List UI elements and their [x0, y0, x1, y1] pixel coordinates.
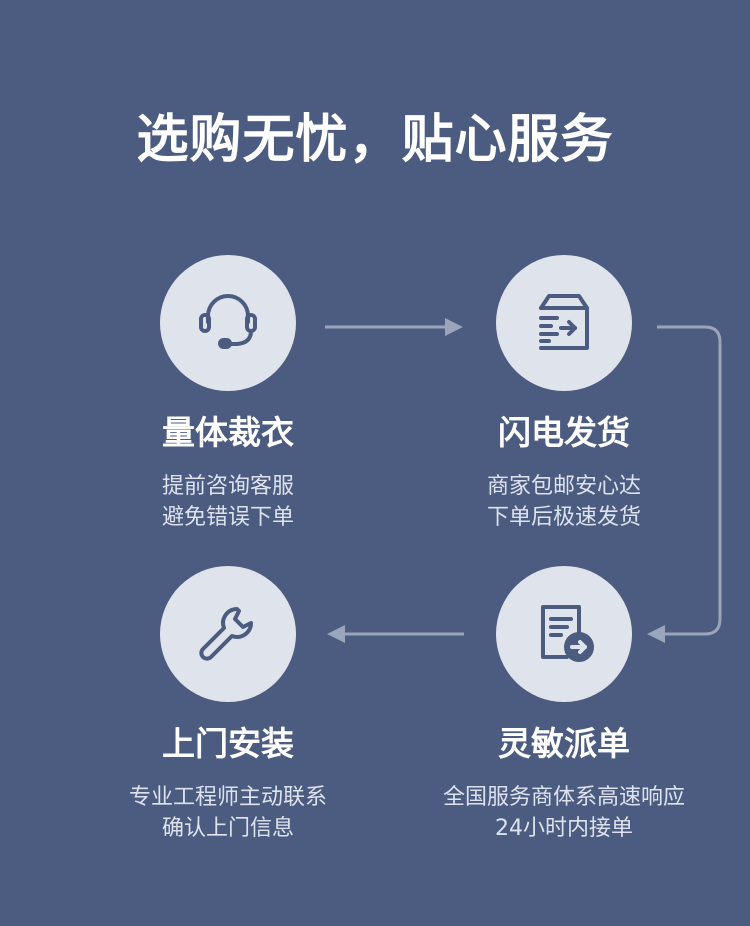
- step-installation: 上门安装 专业工程师主动联系 确认上门信息: [78, 566, 378, 844]
- step-desc-line: 提前咨询客服: [161, 474, 294, 499]
- bend-arrow-icon: [647, 325, 722, 643]
- step-description: 全国服务商体系高速响应 24小时内接单: [414, 782, 714, 844]
- step-icon-circle: [496, 255, 632, 391]
- page-title: 选购无忧，贴心服务: [136, 110, 614, 170]
- step-description: 专业工程师主动联系 确认上门信息: [78, 782, 378, 844]
- step-desc-line: 全国服务商体系高速响应: [442, 785, 685, 810]
- step-desc-line: 下单后极速发货: [486, 505, 641, 530]
- step-description: 提前咨询客服 避免错误下单: [78, 471, 378, 533]
- shipping-box-icon: [539, 294, 589, 350]
- headset-icon: [199, 294, 257, 349]
- step-icon-circle: [496, 566, 632, 702]
- step-fast-shipping: 闪电发货 商家包邮安心达 下单后极速发货: [414, 255, 714, 533]
- step-title: 上门安装: [162, 724, 294, 763]
- step-title: 量体裁衣: [162, 413, 294, 452]
- step-title: 灵敏派单: [498, 724, 630, 763]
- step-icon-circle: [160, 566, 296, 702]
- step-desc-line: 确认上门信息: [161, 816, 294, 841]
- step-desc-line: 避免错误下单: [161, 505, 294, 530]
- dispatch-document-icon: [541, 605, 594, 662]
- step-title: 闪电发货: [498, 413, 630, 452]
- step-desc-line: 专业工程师主动联系: [128, 785, 327, 810]
- wrench-icon: [199, 607, 253, 661]
- step-desc-line: 商家包邮安心达: [486, 474, 641, 499]
- step-measure: 量体裁衣 提前咨询客服 避免错误下单: [78, 255, 378, 533]
- step-description: 商家包邮安心达 下单后极速发货: [414, 471, 714, 533]
- arrow-left-icon: [327, 625, 464, 643]
- step-dispatch: 灵敏派单 全国服务商体系高速响应 24小时内接单: [414, 566, 714, 844]
- step-icon-circle: [160, 255, 296, 391]
- step-desc-line: 24小时内接单: [495, 816, 633, 841]
- arrow-right-icon: [325, 318, 463, 336]
